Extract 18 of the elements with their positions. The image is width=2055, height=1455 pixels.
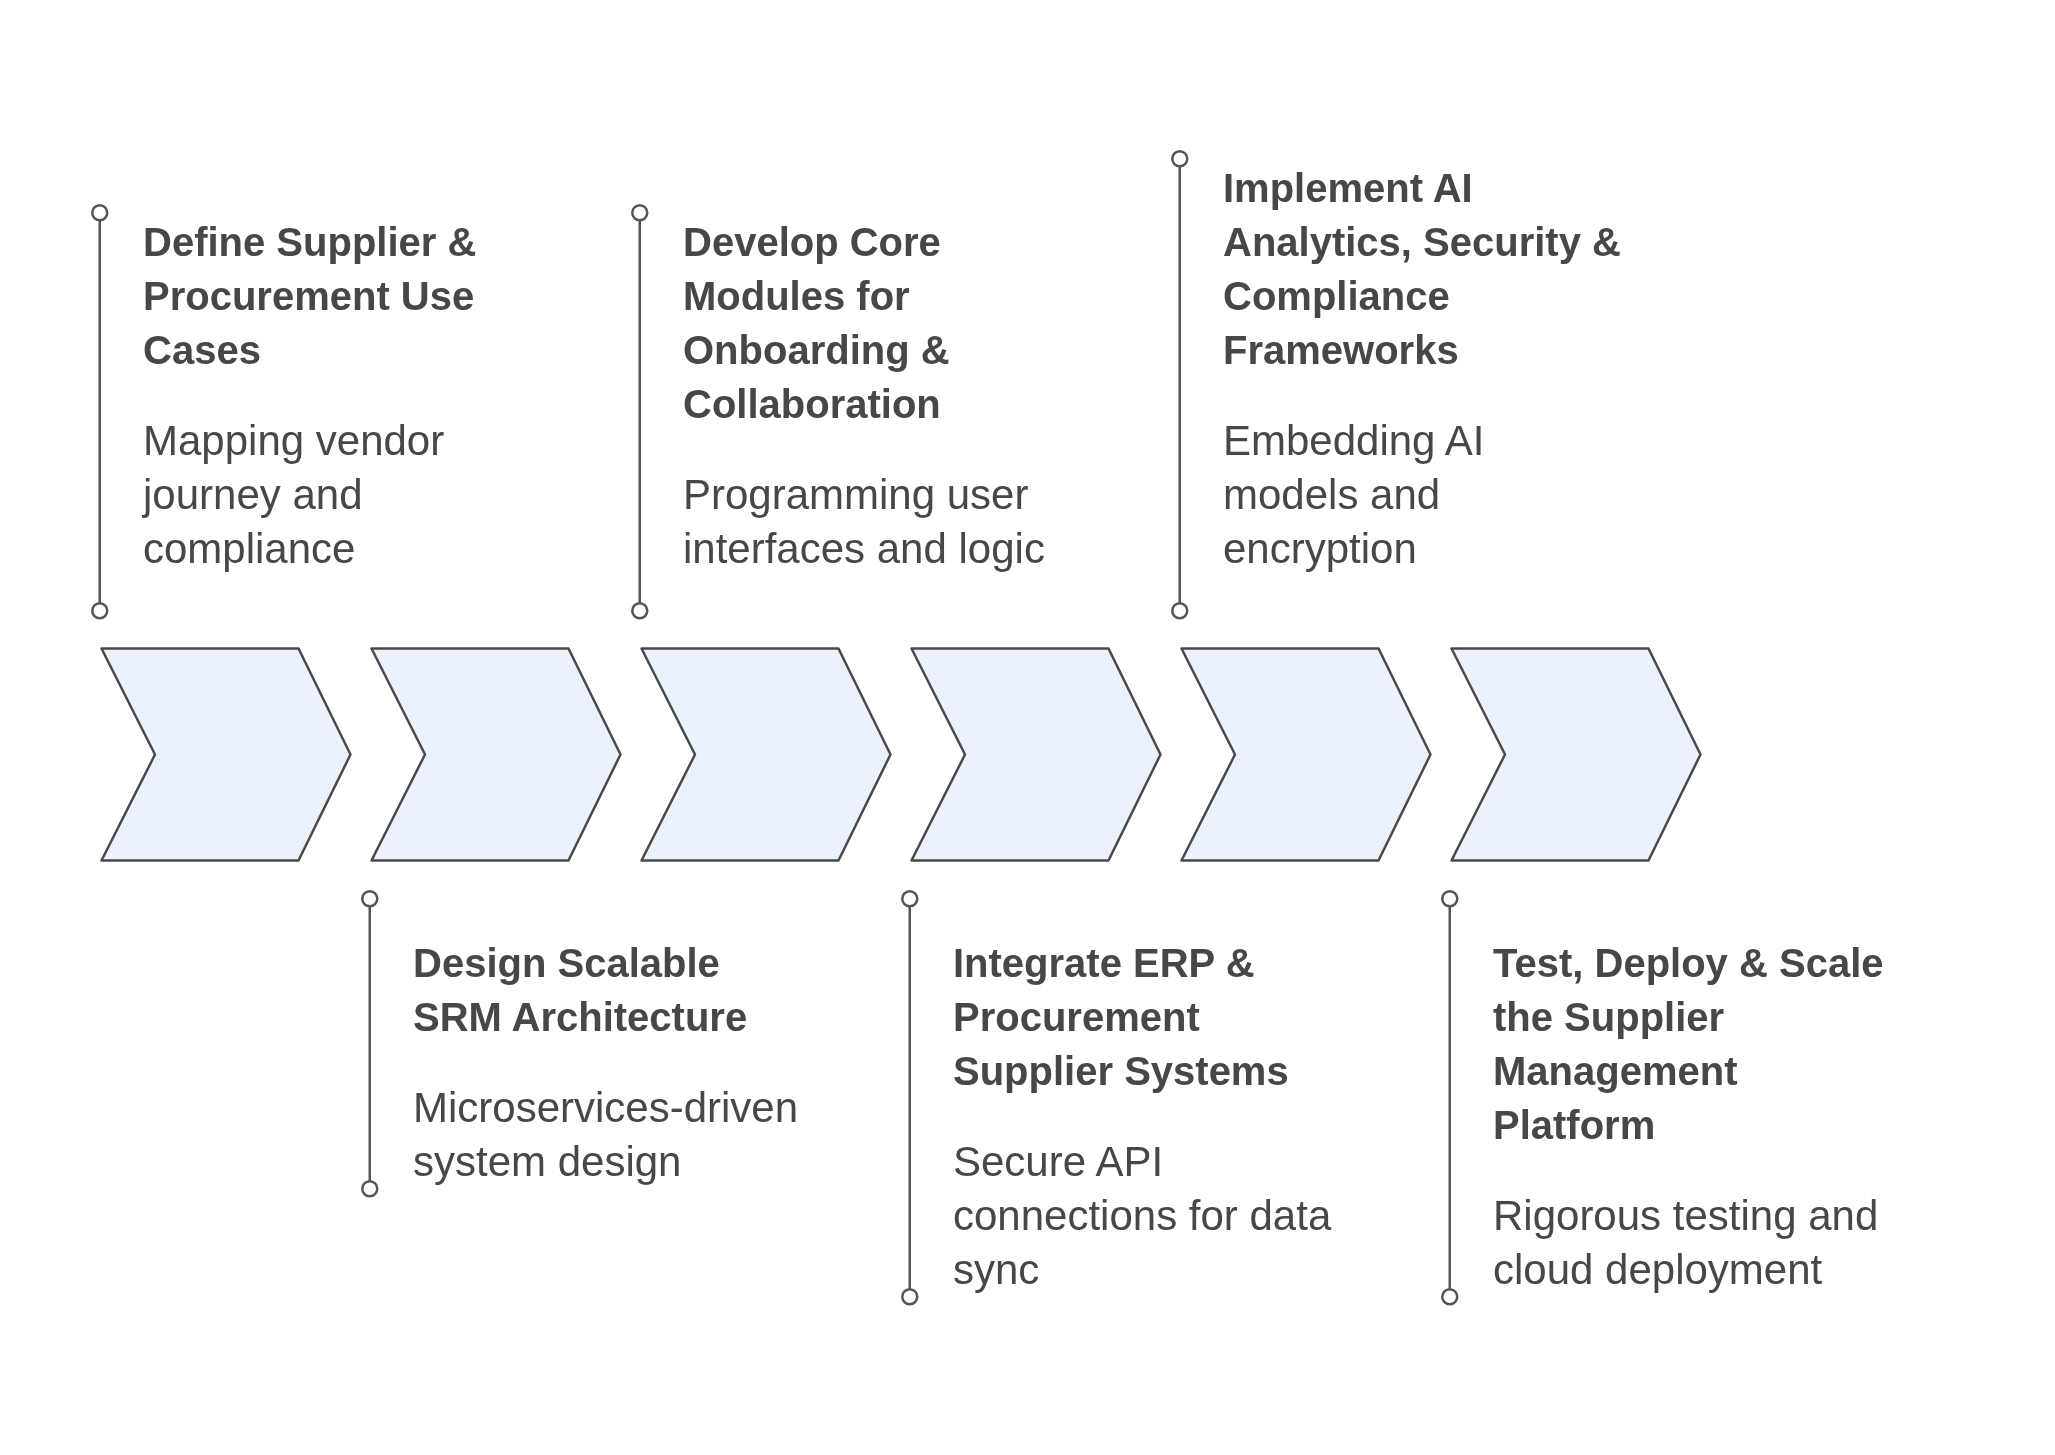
step-title: Implement AI Analytics, Security & Compliance Frameworks — [1223, 165, 1622, 374]
step-description: Programming user interfaces and logic — [683, 470, 1046, 574]
step-description: Embedding AI models and encryption — [1223, 416, 1486, 574]
chevron-shape — [100, 647, 352, 862]
chevron-shape — [1180, 647, 1432, 862]
step-title: Define Supplier & Procurement Use Cases — [143, 219, 478, 374]
step-title: Integrate ERP & Procurement Supplier Systems — [953, 940, 1290, 1095]
chevron-shape — [370, 647, 622, 862]
chevron-shape — [640, 647, 892, 862]
step-title: Design Scalable SRM Architecture — [413, 940, 749, 1041]
step-description: Microservices-driven system design — [413, 1083, 800, 1187]
chevron-shape — [910, 647, 1162, 862]
step-description: Rigorous testing and cloud deployment — [1493, 1191, 1880, 1295]
step-title: Develop Core Modules for Onboarding & Collaboration — [683, 219, 951, 428]
step-description: Secure API connections for data sync — [953, 1137, 1333, 1295]
step-description: Mapping vendor journey and compliance — [143, 416, 446, 574]
chevron-shape — [1450, 647, 1702, 862]
step-title: Test, Deploy & Scale the Supplier Management Platform — [1493, 940, 1885, 1149]
